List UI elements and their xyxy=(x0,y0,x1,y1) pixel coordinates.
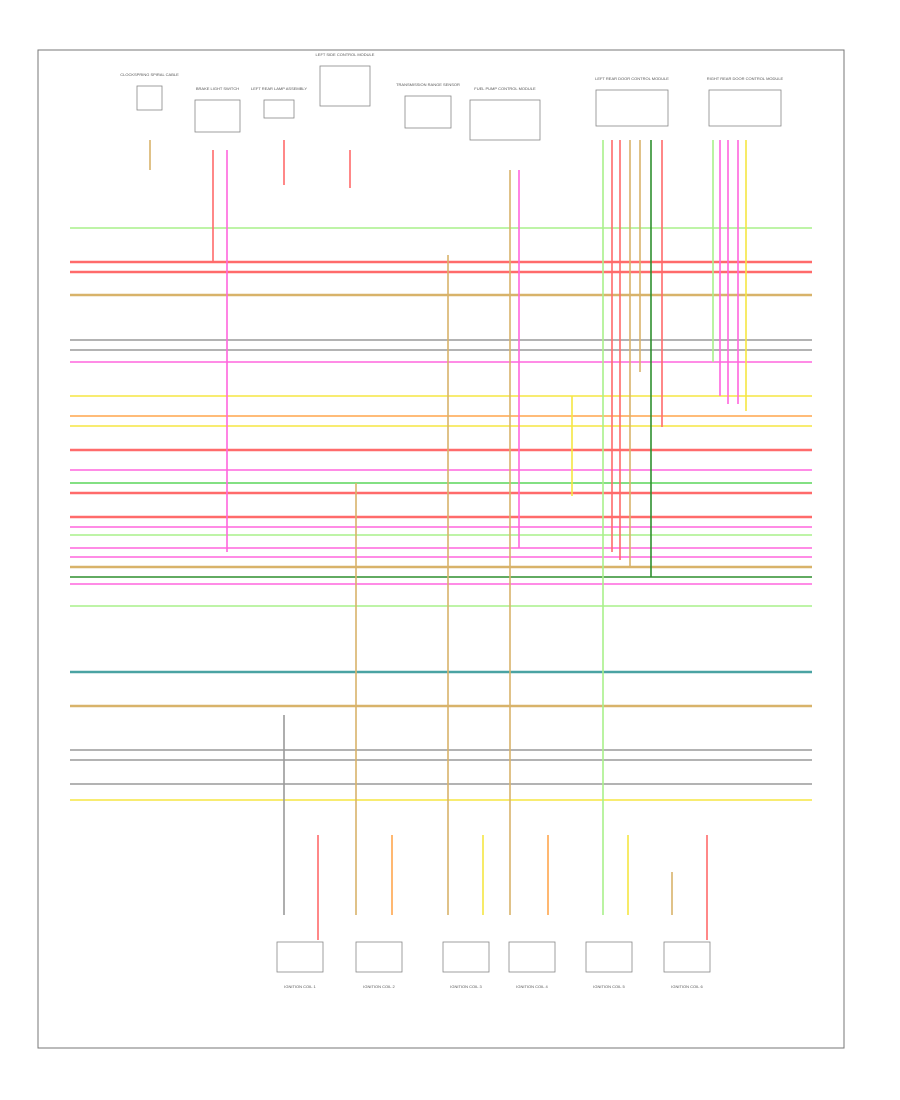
coil-label-coil3: IGNITION COIL 3 xyxy=(450,984,482,989)
coil-box-coil4 xyxy=(508,941,556,973)
coil-label-coil4: IGNITION COIL 4 xyxy=(516,984,548,989)
component-label-fuel_pump: FUEL PUMP CONTROL MODULE xyxy=(474,86,536,91)
component-label-trans_range: TRANSMISSION RANGE SENSOR xyxy=(396,82,460,87)
component-box-right_rear_door xyxy=(708,89,782,127)
coil-box-coil2 xyxy=(355,941,403,973)
top-components: CLOCKSPRING SPIRAL CABLE BRAKE LIGHT SWIT… xyxy=(120,52,784,141)
component-box-brake_light_switch xyxy=(194,99,241,133)
coil-box-coil3 xyxy=(442,941,490,973)
component-label-left_rear_door: LEFT REAR DOOR CONTROL MODULE xyxy=(595,76,669,81)
diagram-frame xyxy=(37,49,845,1049)
component-label-right_rear_door: RIGHT REAR DOOR CONTROL MODULE xyxy=(707,76,784,81)
coil-box-coil5 xyxy=(585,941,633,973)
vertical-wires xyxy=(149,140,747,940)
component-label-brake_switch2: LEFT SIDE CONTROL MODULE xyxy=(316,52,375,57)
coil-label-coil6: IGNITION COIL 6 xyxy=(671,984,703,989)
coil-label-coil2: IGNITION COIL 2 xyxy=(363,984,395,989)
component-label-brake_light_switch: BRAKE LIGHT SWITCH xyxy=(196,86,239,91)
component-box-left_rear_lamp xyxy=(263,99,295,119)
component-box-left_rear_door xyxy=(595,89,669,127)
coil-label-coil5: IGNITION COIL 5 xyxy=(593,984,625,989)
component-box-fuel_pump xyxy=(469,99,541,141)
component-box-clockspring xyxy=(136,85,163,111)
horizontal-wires xyxy=(70,227,812,801)
coil-box-coil6 xyxy=(663,941,711,973)
component-label-left_rear_lamp: LEFT REAR LAMP ASSEMBLY xyxy=(251,86,307,91)
bottom-components: IGNITION COIL 1 IGNITION COIL 2 IGNITION C… xyxy=(276,941,711,989)
coil-label-coil1: IGNITION COIL 1 xyxy=(284,984,316,989)
component-label-clockspring: CLOCKSPRING SPIRAL CABLE xyxy=(120,72,179,77)
component-box-trans_range xyxy=(404,95,452,129)
component-box-brake_switch2 xyxy=(319,65,371,107)
coil-box-coil1 xyxy=(276,941,324,973)
